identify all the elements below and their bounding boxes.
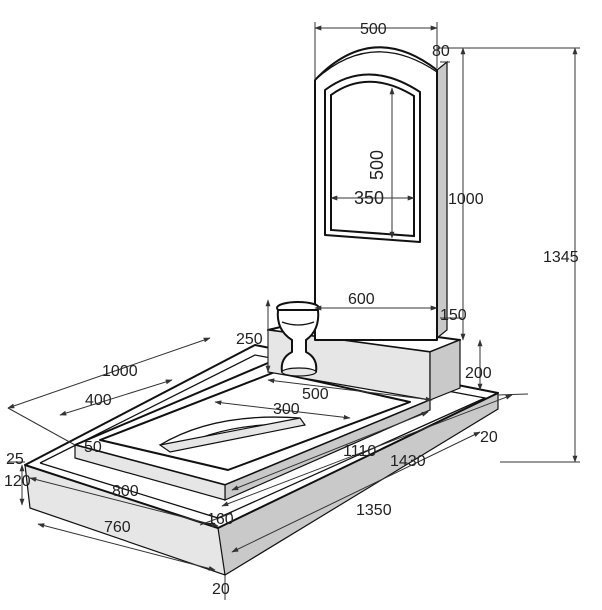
dim-flower-bed-inner-width: 300	[273, 401, 300, 418]
dim-flower-bed-width: 500	[302, 386, 329, 403]
dim-pedestal-width: 600	[348, 291, 375, 308]
dim-curb-thickness: 50	[84, 439, 102, 456]
dim-slab-edge: 20	[212, 581, 230, 598]
dim-total-height: 1345	[543, 249, 579, 266]
dim-flower-bed-length: 1000	[102, 363, 138, 380]
dim-base-length: 1430	[390, 453, 426, 470]
dim-slab-top: 25	[6, 451, 24, 468]
dim-flower-bed-inner: 400	[85, 392, 112, 409]
dim-headstone-width: 500	[360, 21, 387, 38]
dim-base-edge: 20	[480, 429, 498, 446]
dim-base-inner-width: 760	[104, 519, 131, 536]
dim-glass-width: 350	[354, 188, 384, 208]
dim-pedestal-height: 200	[465, 365, 492, 382]
dim-vase-height: 250	[236, 331, 263, 348]
dim-glass-height: 500	[367, 150, 387, 180]
dim-corner-width: 160	[207, 511, 234, 528]
dim-base-width: 800	[112, 483, 139, 500]
dimension-lines	[7, 22, 580, 600]
dim-arch-height: 80	[432, 43, 450, 60]
vase	[276, 301, 320, 377]
dim-slab-length: 1350	[356, 502, 392, 519]
dimension-labels: 500 80 1000 1345 500 350 600 150 250 200…	[4, 21, 579, 598]
dim-bed-length: 1110	[343, 443, 376, 460]
dim-slab-height: 120	[4, 473, 31, 490]
dim-pedestal-thickness: 150	[440, 307, 467, 324]
dim-headstone-height: 1000	[448, 191, 484, 208]
